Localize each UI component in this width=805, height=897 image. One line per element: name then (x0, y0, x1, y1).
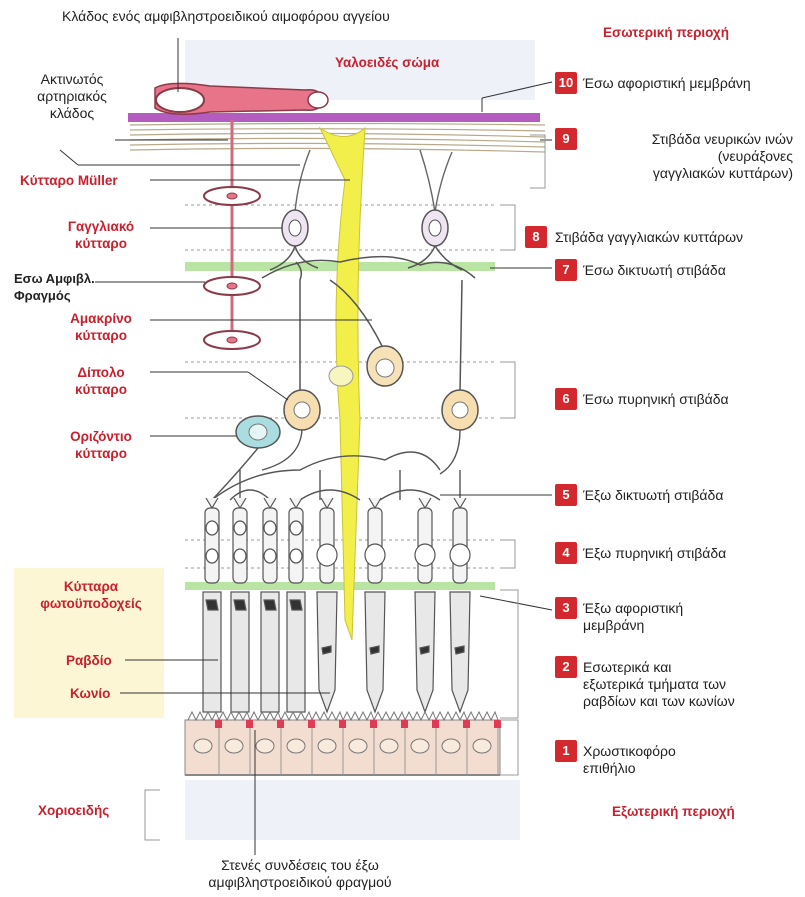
photoreceptors (203, 498, 470, 712)
outer-region-label: Εξωτερική περιοχή (612, 803, 735, 820)
layer-label-7: Έσω δικτυωτή στιβάδα (583, 262, 726, 279)
rod-cell (261, 498, 279, 712)
cone-cell (415, 498, 435, 712)
capillary-chain (204, 120, 260, 350)
outer-limiting-band (185, 582, 495, 590)
vitreous-label: Υαλοειδές σώμα (335, 54, 439, 71)
muller-cell-label: Κύτταρο Müller (20, 172, 118, 189)
layer-label-6: Έσω πυρηνική στιβάδα (583, 391, 729, 408)
bipolar-cells (284, 390, 478, 430)
retinal-pigment-epithelium (185, 712, 501, 775)
layer-badge-10: 10 (555, 72, 577, 94)
choroid-label: Χοριοειδής (38, 802, 109, 819)
choroid-background (185, 780, 520, 840)
layer-label-5: Έξω δικτυωτή στιβάδα (583, 487, 723, 504)
layer-badge-4: 4 (555, 542, 577, 564)
inner-region-label: Εσωτερική περιοχή (603, 24, 729, 41)
layer-badge-7: 7 (555, 259, 577, 281)
layer-badge-2: 2 (555, 656, 577, 678)
muller-nucleus (329, 366, 353, 386)
inner-barrier-label: Εσω Αμφιβλ.Φραγμός (14, 270, 95, 304)
cone-cell (365, 498, 385, 712)
layer-badge-3: 3 (555, 597, 577, 619)
cone-cell (317, 498, 337, 712)
vessel-branch-caption: Κλάδος ενός αμφιβληστροειδικού αιμοφόρου… (62, 8, 390, 25)
rod-cell (203, 498, 221, 712)
layer-badge-1: 1 (555, 740, 577, 762)
rod-cell (287, 498, 305, 712)
rod-cell (231, 498, 249, 712)
layer-label-10: Έσω αφοριστική μεμβράνη (583, 75, 751, 92)
cone-cell (450, 498, 470, 712)
horizontal-cell (236, 416, 280, 448)
layer-label-8: Στιβάδα γαγγλιακών κυττάρων (555, 229, 743, 246)
layer-badge-6: 6 (555, 388, 577, 410)
layer-badge-9: 9 (555, 128, 577, 150)
ganglion-axons (295, 150, 452, 212)
amacrine-cell (367, 346, 403, 386)
cone-label: Κωνίο (70, 685, 110, 702)
ganglion-cells (282, 210, 448, 246)
layer-badge-8: 8 (525, 226, 547, 248)
layer-badge-5: 5 (555, 484, 577, 506)
layer-label-4: Έξω πυρηνική στιβάδα (583, 545, 726, 562)
rod-label: Ραβδίο (66, 652, 112, 669)
